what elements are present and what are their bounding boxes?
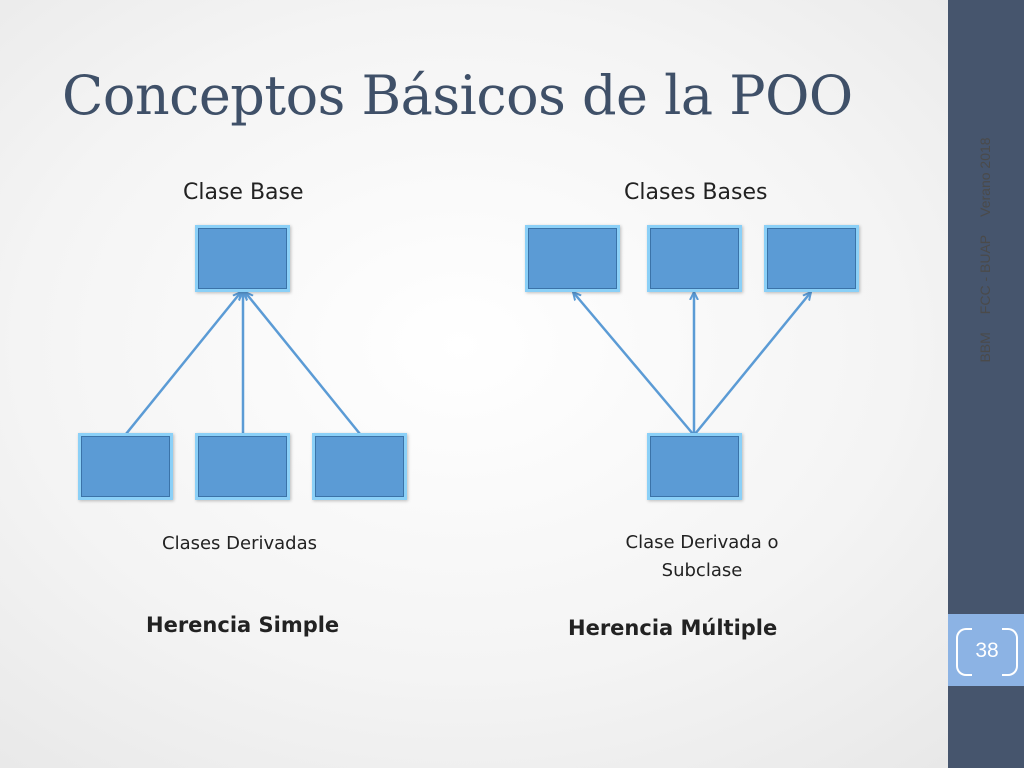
arrow-multiple-left	[573, 292, 694, 435]
multiple-bottom-label-line1: Clase Derivada o	[625, 532, 779, 553]
multiple-bottom-label-line2: Subclase	[661, 560, 743, 581]
multiple-top-label: Clases Bases	[624, 180, 768, 205]
simple-bottom-label: Clases Derivadas	[162, 533, 318, 554]
footer-term: Verano 2018	[977, 137, 993, 217]
simple-top-label: Clase Base	[183, 180, 304, 205]
inheritance-arrows	[125, 0, 948, 435]
multiple-base-class-box-2	[647, 225, 742, 292]
footer-text: BBM FCC - BUAP Verano 2018	[977, 137, 993, 362]
multiple-bottom-label: Clase Derivada o Subclase	[602, 529, 802, 585]
page-number: 38	[975, 639, 999, 662]
arrow-multiple-right	[694, 292, 811, 435]
page-number-badge: 38	[956, 628, 1018, 676]
bracket-right-icon	[1002, 628, 1018, 676]
simple-derived-class-box-3	[312, 433, 407, 500]
simple-derived-class-box-2	[195, 433, 290, 500]
arrow-simple-left	[125, 292, 241, 435]
multiple-caption: Herencia Múltiple	[568, 616, 778, 640]
arrow-simple-right	[245, 292, 361, 435]
footer-author: BBM	[977, 332, 993, 363]
footer-org: FCC - BUAP	[977, 234, 993, 315]
multiple-derived-class-box	[647, 433, 742, 500]
simple-derived-class-box-1	[78, 433, 173, 500]
simple-caption: Herencia Simple	[146, 613, 340, 637]
multiple-base-class-box-3	[764, 225, 859, 292]
multiple-base-class-box-1	[525, 225, 620, 292]
slide-title: Conceptos Básicos de la POO	[62, 64, 853, 127]
bracket-left-icon	[956, 628, 972, 676]
simple-base-class-box	[195, 225, 290, 292]
